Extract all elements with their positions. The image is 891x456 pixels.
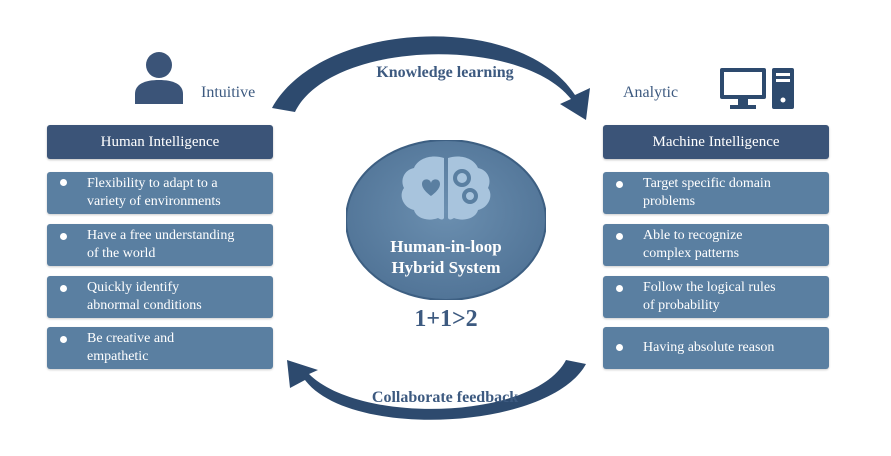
collaborate-feedback-label: Collaborate feedback [371,389,519,406]
left-item-3: Quickly identify abnormal conditions [47,276,273,318]
top-arrow [272,36,590,120]
bullet-icon [60,233,67,240]
bullet-icon [60,179,67,186]
brain-icon [401,156,491,220]
right-item-1: Target specific domain problems [603,172,829,214]
right-item-3: Follow the logical rules of probability [603,276,829,318]
computer-icon [720,68,794,109]
bullet-icon [60,336,67,343]
intuitive-label: Intuitive [201,84,256,101]
bullet-icon [616,344,623,351]
right-item-4: Having absolute reason [603,327,829,369]
person-icon [135,52,183,104]
bullet-icon [60,285,67,292]
left-item-2: Have a free understanding of the world [47,224,273,266]
left-item-1: Flexibility to adapt to a variety of env… [47,172,273,214]
center-title: Human-in-loop Hybrid System [390,237,502,277]
formula-label: 1+1>2 [414,306,478,332]
bottom-arrow [287,360,586,420]
bullet-icon [616,181,623,188]
left-item-4: Be creative and empathetic [47,327,273,369]
machine-intelligence-header: Machine Intelligence [603,125,829,159]
bullet-icon [616,285,623,292]
bullet-icon [616,233,623,240]
analytic-label: Analytic [623,84,679,101]
knowledge-learning-label: Knowledge learning [376,64,514,81]
human-intelligence-header: Human Intelligence [47,125,273,159]
right-item-2: Able to recognize complex patterns [603,224,829,266]
